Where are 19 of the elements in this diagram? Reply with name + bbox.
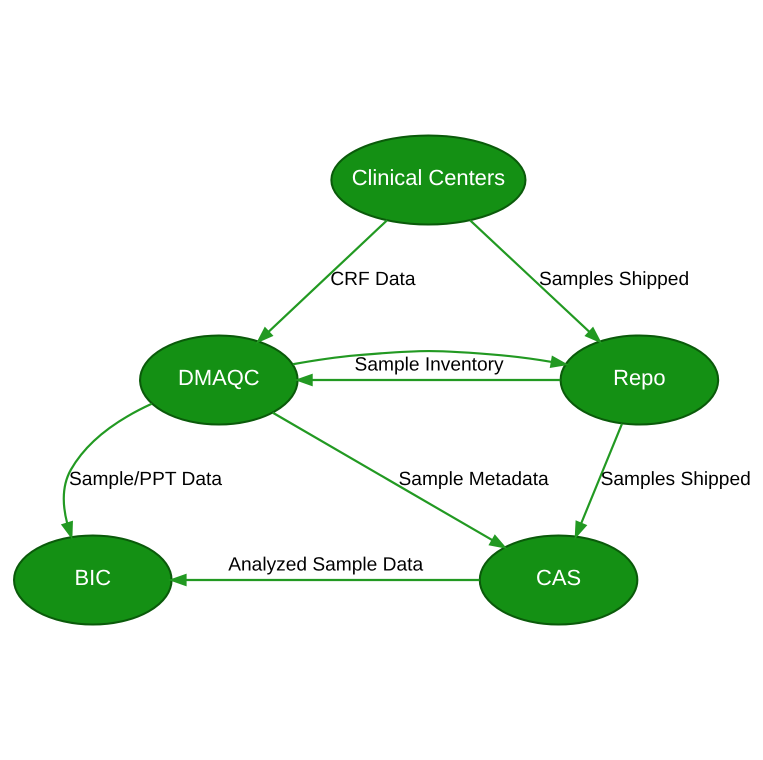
- edge-label: CRF Data: [330, 269, 416, 290]
- edge-label: Sample Inventory: [354, 354, 504, 376]
- arrow: [272, 412, 508, 549]
- edge-label: Sample/PPT Data: [69, 469, 222, 490]
- arrow: [292, 350, 569, 368]
- edge-label: Samples Shipped: [538, 269, 690, 290]
- node-ellipse: DMAQC: [139, 334, 299, 426]
- edge-label: Samples Shipped: [600, 469, 751, 490]
- arrow: [168, 574, 480, 586]
- arrow: [294, 374, 560, 386]
- edge-label: Analyzed Sample Data: [228, 554, 424, 576]
- edge-label: Sample Metadata: [398, 469, 549, 490]
- arrow: [60, 402, 152, 540]
- node-ellipse: BIC: [13, 534, 173, 626]
- node-ellipse: Clinical Centers: [330, 134, 526, 226]
- arrow: [469, 220, 602, 344]
- arrow: [574, 423, 624, 540]
- arrow: [256, 220, 388, 344]
- node-ellipse: Repo: [560, 334, 720, 426]
